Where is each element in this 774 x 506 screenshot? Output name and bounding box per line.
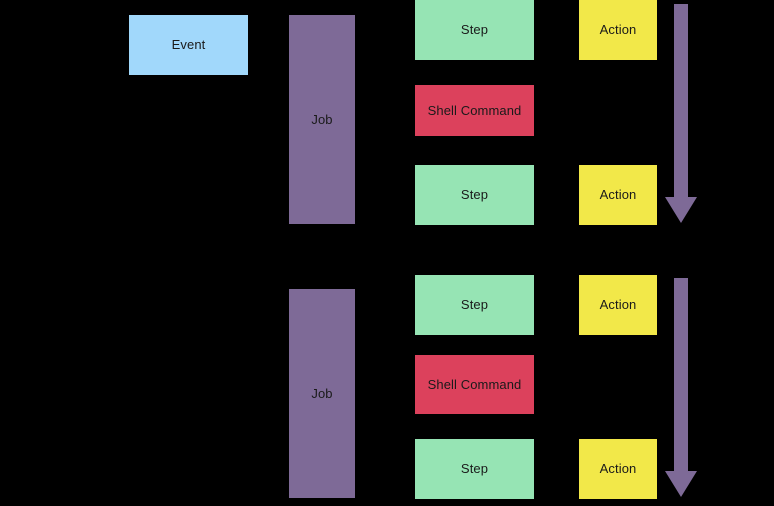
node-shell-command-box: Shell Command [415, 355, 534, 414]
node-step-box: Step [415, 275, 534, 335]
node-shell-command-box: Shell Command [415, 85, 534, 136]
node-step-box: Step [415, 0, 534, 60]
flow-arrow-down-icon [665, 278, 697, 497]
node-label: Action [599, 187, 637, 203]
node-label: Action [599, 22, 637, 38]
node-label: Step [460, 187, 489, 203]
node-label: Job [311, 111, 333, 127]
node-job-box: Job [289, 289, 355, 498]
node-action-box: Action [579, 439, 657, 499]
node-action-box: Action [579, 0, 657, 60]
node-label: Step [460, 22, 489, 38]
node-label: Job [311, 385, 333, 401]
node-action-box: Action [579, 165, 657, 225]
node-label: Action [599, 461, 637, 477]
node-label: Shell Command [427, 102, 522, 118]
node-step-box: Step [415, 439, 534, 499]
flow-arrow-down-icon [665, 4, 697, 223]
node-label: Step [460, 297, 489, 313]
node-event-box: Event [129, 15, 248, 75]
node-action-box: Action [579, 275, 657, 335]
node-label: Action [599, 297, 637, 313]
node-label: Event [171, 37, 206, 53]
node-step-box: Step [415, 165, 534, 225]
node-label: Shell Command [427, 376, 522, 392]
node-job-box: Job [289, 15, 355, 224]
node-label: Step [460, 461, 489, 477]
